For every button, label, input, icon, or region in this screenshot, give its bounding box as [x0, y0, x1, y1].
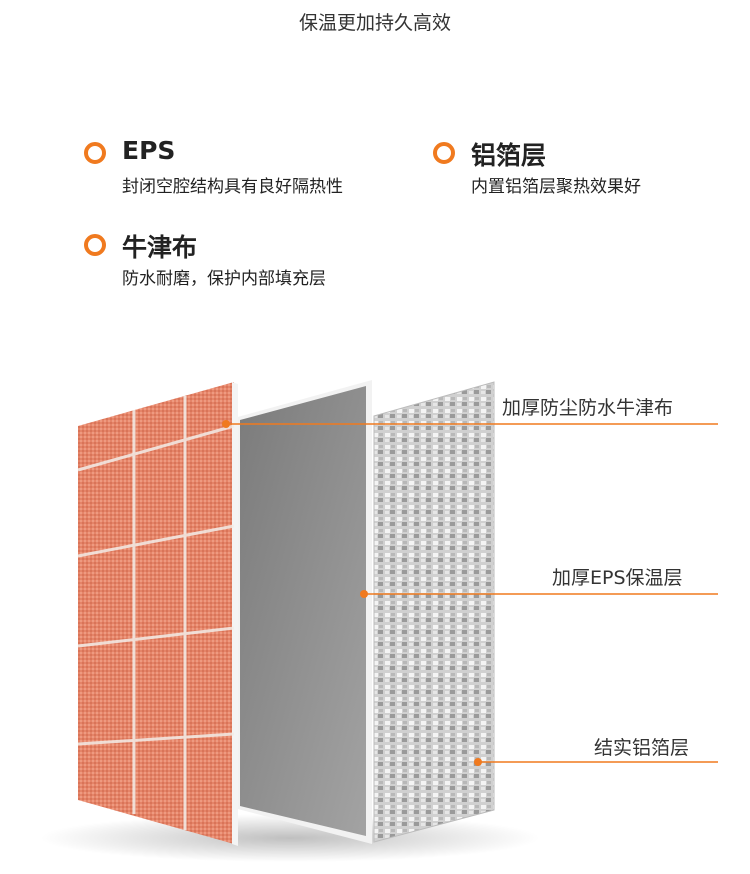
oxford-cloth-panel [77, 382, 238, 846]
feature-desc: 内置铝箔层聚热效果好 [471, 177, 641, 197]
page-title: 保温更加持久高效 [298, 12, 451, 34]
callout-oxford [222, 420, 718, 428]
orange-ring-icon [84, 142, 106, 164]
orange-ring-icon [84, 234, 106, 256]
feature-desc: 防水耐磨，保护内部填充层 [122, 269, 326, 289]
feature-name: 铝箔层 [471, 141, 547, 170]
callout-foil [474, 758, 718, 766]
eps-panel [234, 380, 372, 844]
layer-label-foil: 结实铝箔层 [594, 737, 690, 759]
aluminum-foil-panel [373, 381, 495, 843]
callout-eps [360, 590, 718, 598]
feature-name: 牛津布 [122, 233, 198, 262]
orange-ring-icon [433, 142, 455, 164]
material-layers-illustration [40, 380, 718, 862]
feature-name: EPS [122, 136, 176, 165]
layer-label-eps: 加厚EPS保温层 [552, 567, 683, 589]
feature-desc: 封闭空腔结构具有良好隔热性 [122, 177, 343, 197]
layer-label-oxford: 加厚防尘防水牛津布 [502, 397, 674, 419]
